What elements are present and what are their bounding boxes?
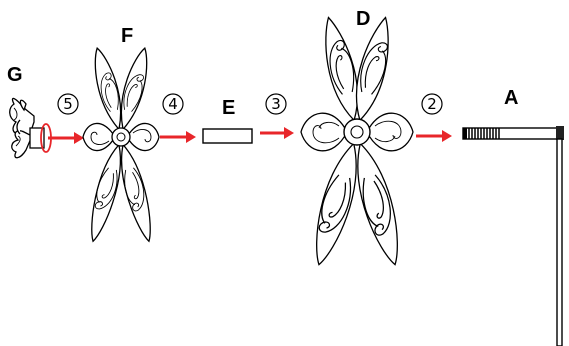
part-e-spacer: [202, 128, 253, 144]
label-e: E: [222, 97, 235, 119]
step-3-marker: 3: [265, 93, 287, 115]
label-d: D: [356, 8, 370, 30]
part-a-stake: [462, 126, 564, 346]
thread-section: [465, 128, 500, 139]
stake-pole: [556, 138, 563, 346]
label-g: G: [7, 64, 23, 86]
svg-text:4: 4: [168, 95, 178, 113]
part-g-spinner-head: [9, 97, 52, 159]
arrow-step-5: [48, 132, 84, 144]
step-4-marker: 4: [162, 93, 184, 115]
arrow-step-2: [416, 130, 452, 142]
svg-text:5: 5: [63, 95, 73, 113]
part-f-flower: [82, 47, 160, 243]
svg-text:2: 2: [427, 95, 437, 113]
stake-elbow: [556, 126, 564, 140]
step-5-marker: 5: [57, 93, 79, 115]
label-f: F: [121, 25, 133, 47]
label-a: A: [504, 87, 518, 109]
part-d-flower: [300, 16, 414, 266]
arrow-step-4: [160, 131, 196, 143]
flower-g-petals: [9, 97, 35, 159]
step-2-marker: 2: [421, 93, 443, 115]
arrow-step-3: [260, 127, 294, 139]
svg-text:3: 3: [271, 95, 281, 113]
